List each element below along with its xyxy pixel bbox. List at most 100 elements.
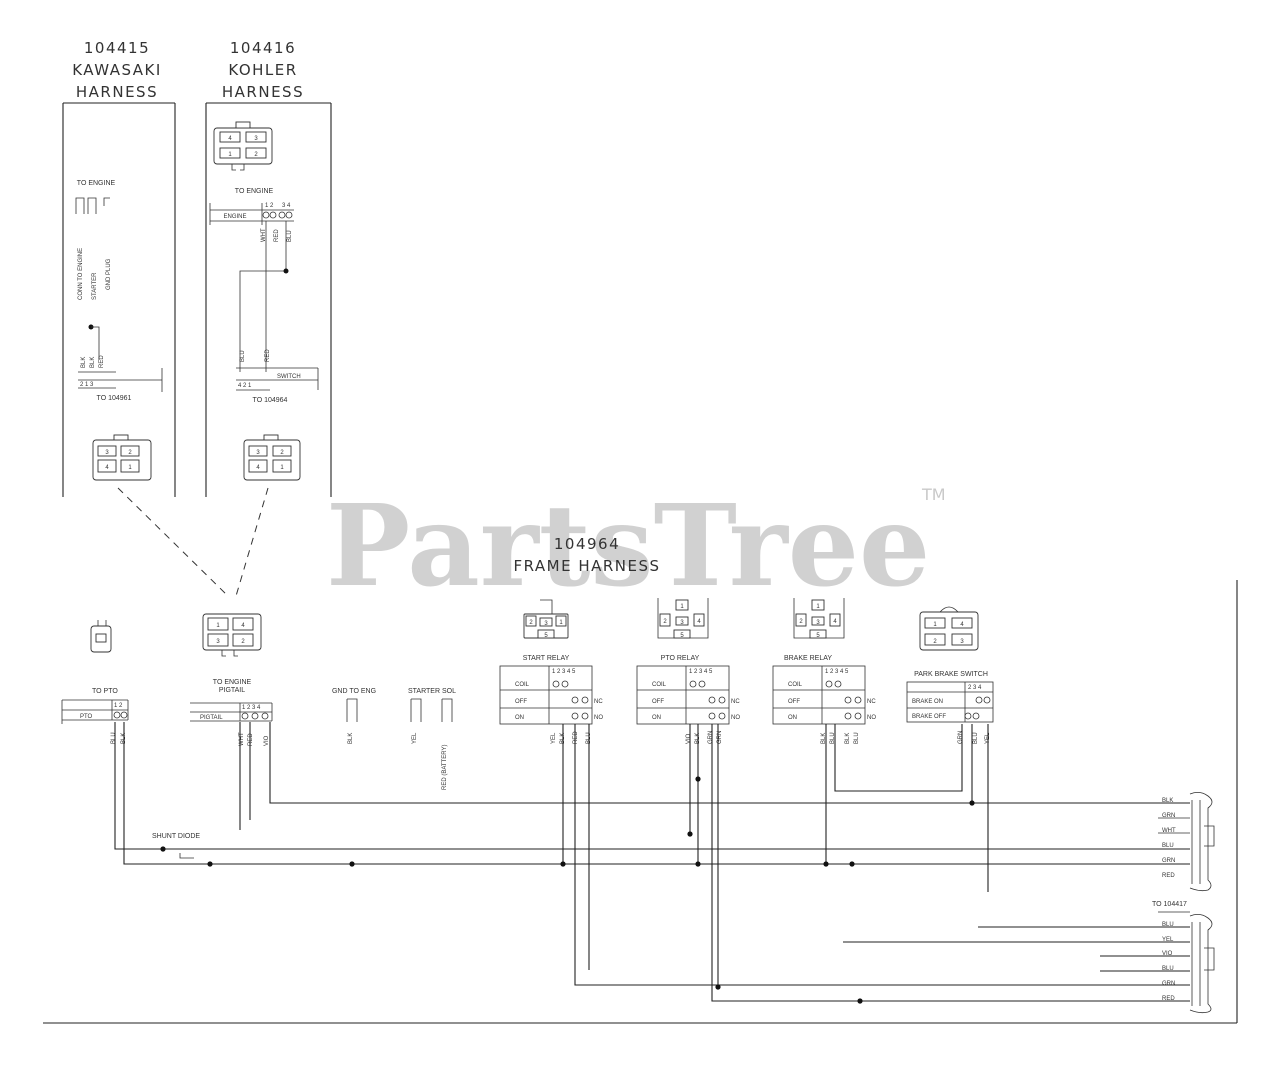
svg-text:BLU: BLU [830, 732, 836, 744]
svg-text:NC: NC [731, 699, 740, 705]
kawasaki-mating-line [117, 487, 229, 597]
svg-text:ENGINE: ENGINE [223, 214, 246, 220]
svg-text:PIGTAIL: PIGTAIL [219, 687, 245, 694]
pto-label: TO PTO [92, 688, 118, 695]
svg-text:BRAKE ON: BRAKE ON [912, 699, 943, 705]
svg-text:2: 2 [241, 639, 245, 645]
svg-text:VIO: VIO [686, 733, 692, 744]
svg-text:BLK: BLK [821, 733, 827, 744]
start-relay: 2 3 1 5 START RELAY COIL OFF ON 1 2 3 4 … [499, 599, 603, 744]
svg-text:TO ENGINE: TO ENGINE [213, 679, 252, 686]
svg-text:RED (BATTERY): RED (BATTERY) [442, 745, 448, 790]
svg-text:COIL: COIL [652, 682, 667, 688]
svg-text:OFF: OFF [515, 699, 527, 705]
svg-text:BLU: BLU [1162, 966, 1174, 972]
svg-text:4 2 1: 4 2 1 [238, 383, 252, 389]
svg-text:1 2 3 4 5: 1 2 3 4 5 [825, 669, 849, 675]
svg-text:YEL: YEL [1162, 937, 1174, 943]
svg-text:2 1 3: 2 1 3 [80, 382, 94, 388]
svg-text:GND TO ENG: GND TO ENG [332, 688, 376, 695]
svg-text:CONN TO ENGINE: CONN TO ENGINE [78, 248, 84, 300]
svg-text:1: 1 [216, 623, 220, 629]
svg-text:VIO: VIO [264, 735, 270, 746]
svg-text:4: 4 [697, 619, 701, 625]
svg-text:BLU: BLU [240, 350, 246, 362]
svg-text:BLU: BLU [973, 732, 979, 744]
svg-text:RED: RED [248, 733, 254, 746]
pto-relay: 1 2 3 4 5 PTO RELAY COIL OFF ON 1 2 3 4 … [636, 598, 740, 744]
svg-text:4: 4 [105, 465, 109, 471]
svg-text:1: 1 [559, 620, 563, 626]
kawasaki-to-engine: TO ENGINE [77, 180, 116, 187]
svg-text:RED: RED [1162, 996, 1175, 1002]
svg-text:2: 2 [128, 450, 132, 456]
svg-text:2: 2 [933, 639, 937, 645]
kohler-wires [239, 221, 287, 372]
svg-text:GRN: GRN [708, 731, 714, 744]
svg-text:3: 3 [254, 136, 258, 142]
svg-text:RED: RED [99, 355, 105, 368]
kawasaki-part-number: 104415 [84, 39, 150, 57]
svg-text:4: 4 [256, 465, 260, 471]
kohler-mating-line [235, 487, 269, 597]
kohler-splice [283, 268, 289, 274]
kawasaki-wire [91, 326, 100, 360]
svg-text:3: 3 [105, 450, 109, 456]
svg-text:WHT: WHT [1162, 828, 1176, 834]
kohler-engine-block: ENGINE 1 2 3 4 WHT RED BLU [209, 203, 294, 242]
svg-text:GRN: GRN [1162, 981, 1175, 987]
kohler-harness-connector: 3 2 4 1 [243, 434, 301, 481]
svg-text:3: 3 [816, 620, 820, 626]
frame-harness-part-number: 104964 [554, 535, 620, 553]
svg-text:1: 1 [680, 604, 684, 610]
svg-text:BLU: BLU [111, 732, 117, 744]
svg-text:BLK: BLK [1162, 798, 1173, 804]
svg-text:1: 1 [280, 465, 284, 471]
right-connector-2: TO 104417 BLU YEL VIO BLU GRN RED [1152, 901, 1215, 1014]
svg-text:1 2 3 4 5: 1 2 3 4 5 [689, 669, 713, 675]
svg-text:BLU: BLU [1162, 843, 1174, 849]
wire-runs: SHUNT DIODE [114, 722, 1190, 1004]
svg-text:NC: NC [867, 699, 876, 705]
shunt-diode-label: SHUNT DIODE [152, 833, 200, 840]
pigtail-connector: 1 4 3 2 TO ENGINE PIGTAIL PIGTAIL 1 2 3 … [190, 613, 273, 746]
svg-text:4: 4 [228, 136, 232, 142]
pto-connector: TO PTO PTO 1 2 BLU BLK [61, 620, 129, 744]
svg-text:BLU: BLU [1162, 922, 1174, 928]
svg-text:2: 2 [799, 619, 803, 625]
svg-text:ON: ON [515, 715, 524, 721]
kohler-engine-connector: 4 3 1 2 [213, 121, 273, 171]
svg-text:ON: ON [652, 715, 661, 721]
svg-text:5: 5 [680, 633, 684, 639]
svg-text:NO: NO [731, 715, 740, 721]
kohler-title: KOHLER [228, 61, 297, 79]
svg-text:RED: RED [274, 229, 280, 242]
svg-text:3: 3 [680, 620, 684, 626]
svg-text:2: 2 [280, 450, 284, 456]
svg-text:1: 1 [933, 622, 937, 628]
svg-text:RED: RED [265, 349, 271, 362]
svg-text:GRN: GRN [958, 731, 964, 744]
partstree-watermark: PartsTree TM [326, 481, 946, 612]
frame-harness-title: FRAME HARNESS [513, 557, 660, 575]
svg-text:1 2: 1 2 [114, 703, 123, 709]
svg-text:3: 3 [544, 621, 548, 627]
svg-text:1 2 3 4: 1 2 3 4 [242, 705, 261, 711]
svg-text:BLU: BLU [287, 230, 293, 242]
svg-text:2: 2 [663, 619, 667, 625]
kawasaki-harness: 104415 KAWASAKI HARNESS TO ENGINE CONN T… [62, 39, 176, 497]
svg-text:BLK: BLK [81, 357, 87, 368]
kawasaki-harness-connector: 3 2 4 1 [92, 434, 152, 481]
svg-text:SWITCH: SWITCH [277, 374, 301, 380]
kohler-harness: 104416 KOHLER HARNESS 4 3 1 2 TO ENGINE … [205, 39, 332, 497]
svg-text:OFF: OFF [652, 699, 664, 705]
svg-text:BLK: BLK [845, 733, 851, 744]
svg-text:BRAKE OFF: BRAKE OFF [912, 714, 946, 720]
svg-text:STARTER: STARTER [92, 272, 98, 300]
svg-text:WHT: WHT [261, 228, 267, 242]
svg-text:GND PLUG: GND PLUG [106, 258, 112, 290]
kohler-switch-connector: BLU RED 4 2 1 SWITCH [236, 349, 319, 391]
svg-text:BRAKE RELAY: BRAKE RELAY [784, 655, 832, 662]
